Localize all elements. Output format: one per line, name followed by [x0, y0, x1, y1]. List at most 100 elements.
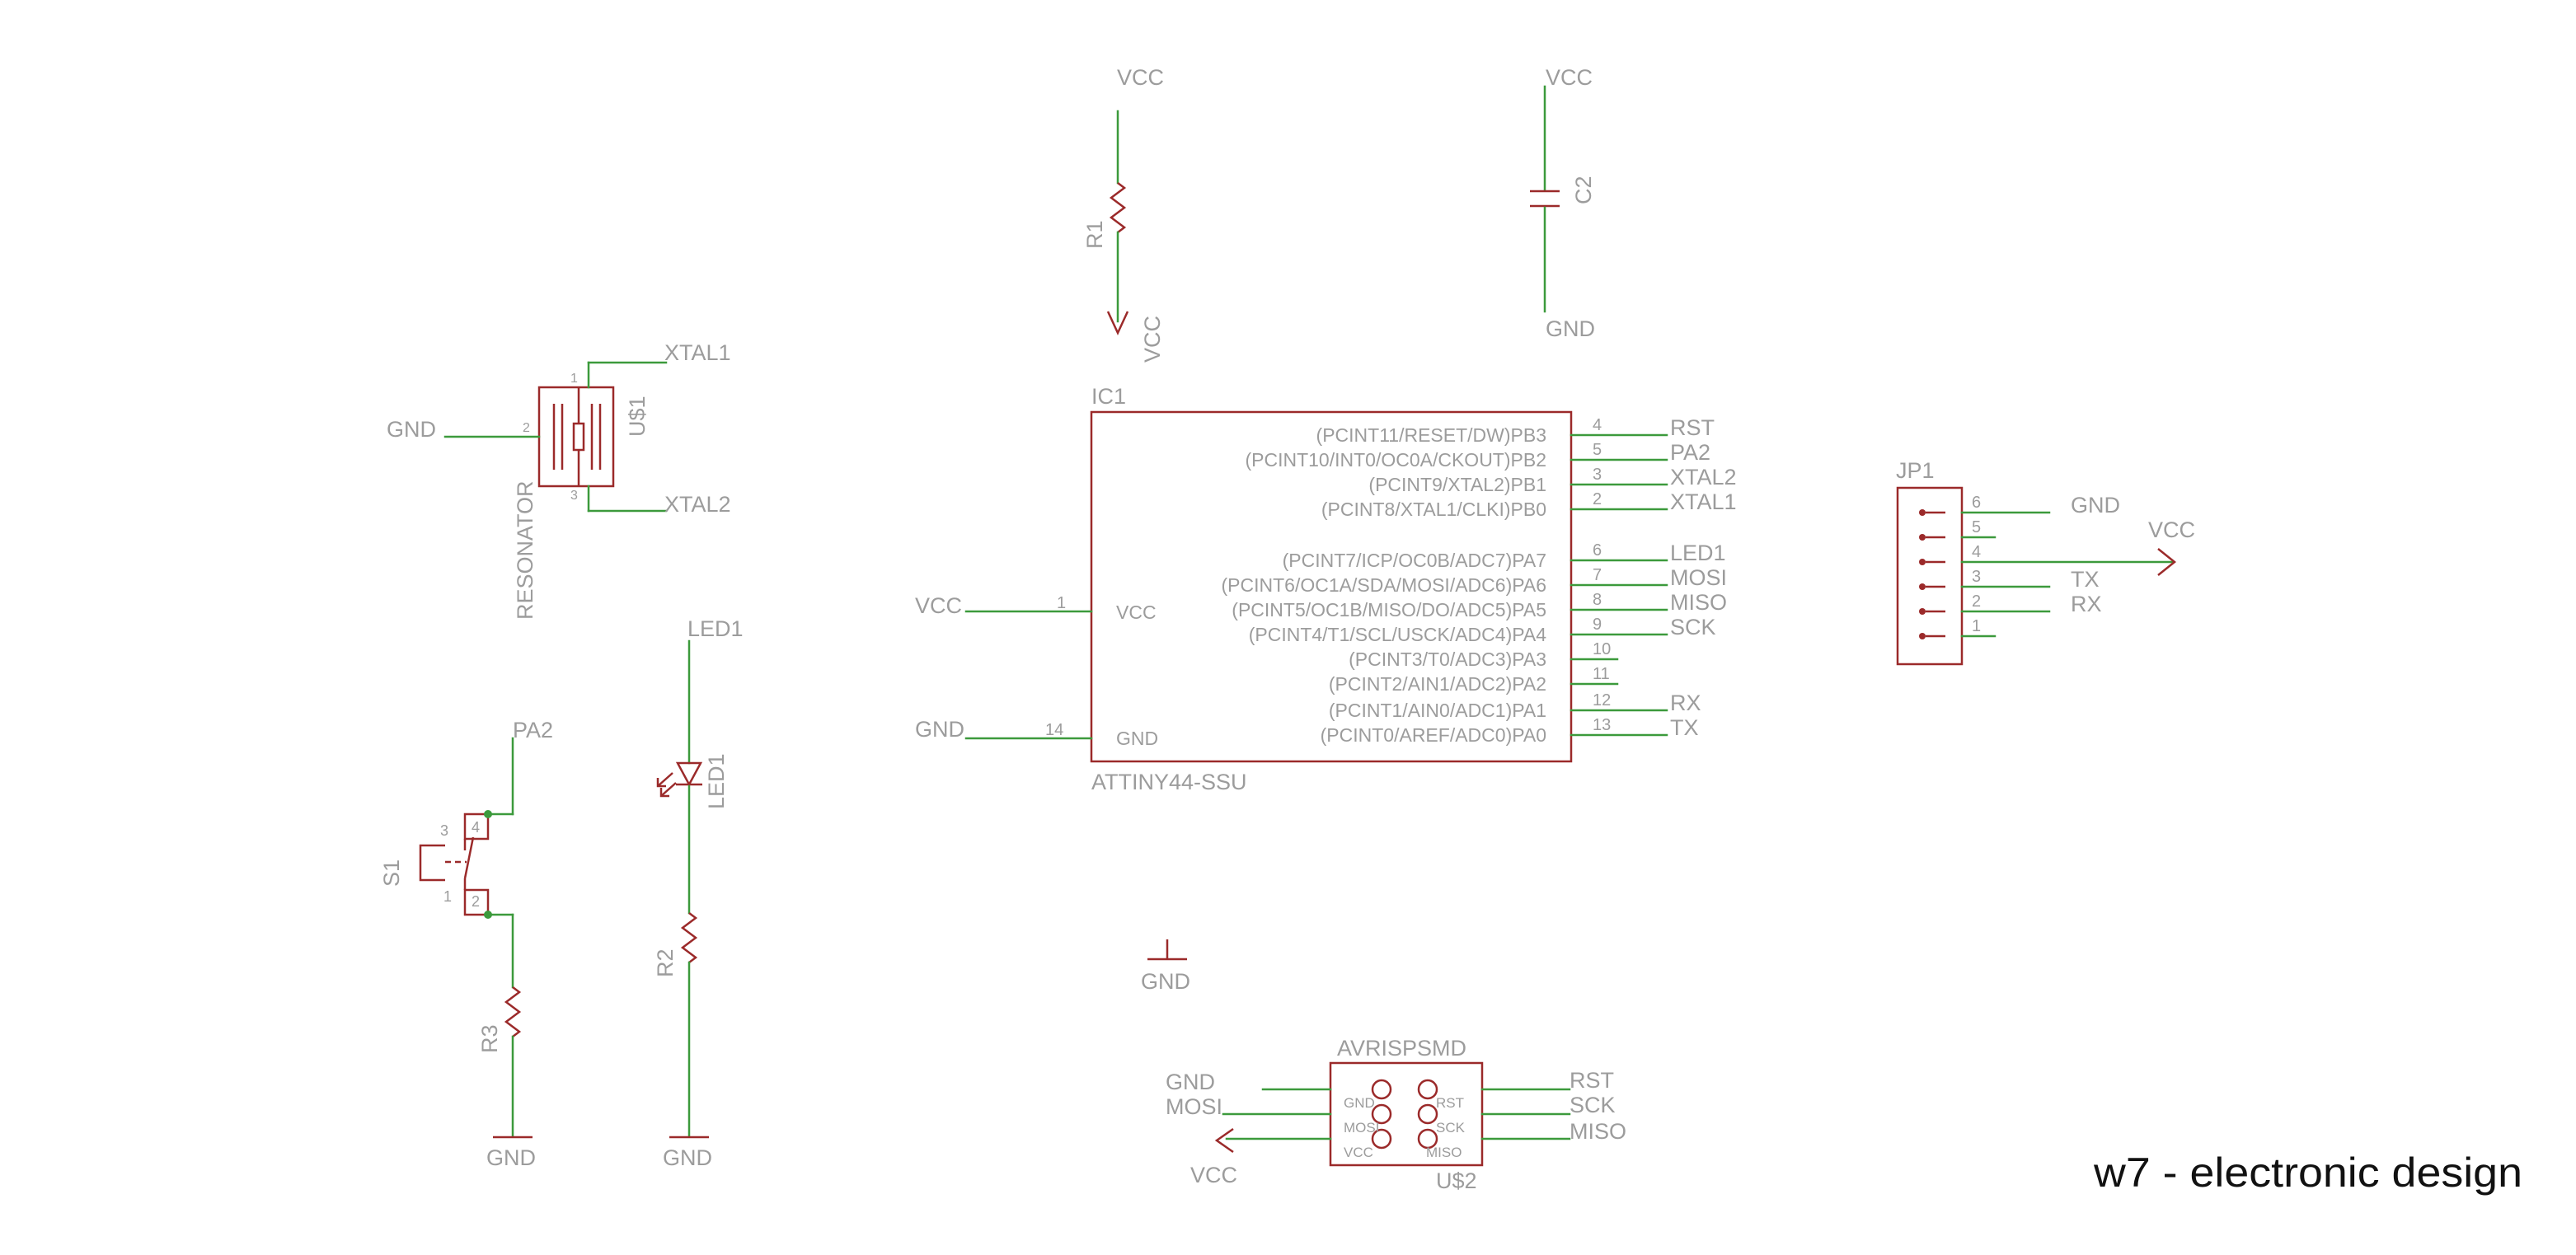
- ic1-pin-label: (PCINT1/AIN0/ADC1)PA1: [1329, 700, 1546, 721]
- ic1-gnd-pin-num: 14: [1045, 721, 1063, 739]
- r1-bottom-net: VCC: [1140, 316, 1165, 363]
- ic1-pin-3[interactable]: (PCINT9/XTAL2)PB1 3 XTAL2: [1368, 465, 1736, 495]
- ic1-pin-label: (PCINT8/XTAL1/CLKI)PB0: [1321, 499, 1546, 520]
- ic1-pin-num: 11: [1593, 665, 1610, 683]
- avrisp-pin-sck: SCK: [1436, 1120, 1466, 1136]
- avrisp-pin-mosi: MOSI: [1344, 1120, 1379, 1136]
- ic1-pin-label: (PCINT9/XTAL2)PB1: [1368, 474, 1546, 495]
- ic1-pin-label: (PCINT0/AREF/ADC0)PA0: [1321, 724, 1546, 746]
- avrisp-name: U$2: [1436, 1168, 1477, 1193]
- s1-pin3: 3: [440, 822, 448, 839]
- s1-pin1: 1: [443, 888, 452, 905]
- ic1-pin-6[interactable]: (PCINT7/ICP/OC0B/ADC7)PA7 6 LED1: [1283, 541, 1726, 571]
- ic1-pin-num: 3: [1593, 466, 1602, 484]
- ic1-pin-num: 4: [1593, 416, 1602, 434]
- avrisp-net-gnd: GND: [1166, 1070, 1215, 1094]
- c2-capacitor[interactable]: VCC GND C2: [1530, 65, 1596, 341]
- c2-name: C2: [1571, 176, 1596, 204]
- jp1-pin-net: RX: [2071, 592, 2102, 616]
- jp1-pin-5[interactable]: 5: [1919, 518, 1997, 541]
- ic1-pin-label: (PCINT2/AIN1/ADC2)PA2: [1329, 673, 1546, 695]
- jp1-pin-num: 4: [1972, 543, 1981, 561]
- s1-switch[interactable]: PA2 S1 3 4 1 2: [379, 718, 553, 989]
- ic1-vcc-pin-num: 1: [1057, 594, 1066, 612]
- avrisp-connector[interactable]: AVRISPSMD U$2 GND MOSI VCC RST SCK MISO …: [1166, 1036, 1626, 1193]
- ic1-pin-num: 6: [1593, 541, 1602, 560]
- resonator-xtal2-net: XTAL2: [664, 492, 731, 517]
- resonator-pin1: 1: [570, 372, 578, 386]
- ic1-pin-4[interactable]: (PCINT11/RESET/DW)PB3 4 RST: [1316, 415, 1715, 446]
- r1-resistor[interactable]: VCC VCC R1: [1082, 65, 1165, 363]
- resonator-pin2: 2: [523, 421, 530, 435]
- ic1-pin-label: (PCINT7/ICP/OC0B/ADC7)PA7: [1283, 550, 1546, 571]
- ic1-vcc-pin-label: VCC: [1116, 602, 1157, 623]
- resonator-xtal1-net: XTAL1: [664, 340, 731, 365]
- led1-top-net: LED1: [687, 616, 744, 641]
- ic1-pin-label: (PCINT5/OC1B/MISO/DO/ADC5)PA5: [1232, 599, 1546, 620]
- r2-resistor[interactable]: R2 GND: [653, 912, 712, 1170]
- r1-top-net: VCC: [1117, 65, 1164, 90]
- jp1-pin-num: 3: [1972, 568, 1981, 586]
- resonator-u1[interactable]: GND XTAL1 XTAL2 1 2 3 U$1 RESONATOR: [387, 340, 731, 620]
- ic1-pin-label: (PCINT10/INT0/OC0A/CKOUT)PB2: [1245, 449, 1546, 471]
- jp1-pin-2[interactable]: 2 RX: [1919, 592, 2102, 616]
- ic1-pin-11[interactable]: (PCINT2/AIN1/ADC2)PA2 11: [1329, 665, 1619, 695]
- ic1-pin-net: RST: [1670, 415, 1715, 440]
- ic1-pin-net: LED1: [1670, 541, 1726, 565]
- s1-name: S1: [379, 859, 404, 887]
- r2-bottom-net: GND: [663, 1145, 712, 1170]
- ic1-pin-net: XTAL1: [1670, 489, 1737, 514]
- s1-pin2: 2: [472, 893, 480, 910]
- ic1-pin-net: XTAL2: [1670, 465, 1737, 489]
- led1-diode[interactable]: LED1 LED1: [656, 616, 744, 915]
- jp1-pin-4[interactable]: 4 VCC: [1919, 517, 2195, 565]
- avrisp-pin-rst: RST: [1436, 1095, 1464, 1111]
- jp1-pin-num: 5: [1972, 518, 1981, 536]
- ic1-pin-net: RX: [1670, 691, 1701, 715]
- c2-top-net: VCC: [1546, 65, 1593, 90]
- ic1-pin-5[interactable]: (PCINT10/INT0/OC0A/CKOUT)PB2 5 PA2: [1245, 440, 1710, 471]
- ic1-pin-num: 5: [1593, 441, 1602, 459]
- r3-bottom-net: GND: [486, 1145, 536, 1170]
- r3-name: R3: [477, 1024, 502, 1053]
- ic1-pin-net: PA2: [1670, 440, 1710, 465]
- jp1-pin-num: 1: [1972, 617, 1981, 635]
- s1-pin4: 4: [472, 819, 480, 836]
- ic1-pin-label: (PCINT11/RESET/DW)PB3: [1316, 424, 1546, 446]
- avrisp-net-miso: MISO: [1570, 1119, 1626, 1144]
- s1-net-top: PA2: [513, 718, 553, 742]
- jp1-name: JP1: [1896, 458, 1935, 483]
- resonator-gnd-net: GND: [387, 417, 436, 442]
- ic1-vcc-net: VCC: [915, 593, 962, 618]
- avrisp-pin-gnd: GND: [1344, 1095, 1375, 1111]
- avrisp-net-rst: RST: [1570, 1068, 1614, 1093]
- ic1-pin-label: (PCINT4/T1/SCL/USCK/ADC4)PA4: [1249, 624, 1546, 645]
- page-title: w7 - electronic design: [2093, 1150, 2522, 1196]
- ic1-pin-num: 13: [1593, 716, 1611, 734]
- ic1-pin-net: MISO: [1670, 590, 1727, 615]
- ic1-gnd-pin-label: GND: [1116, 728, 1158, 749]
- ic1-pin-num: 10: [1593, 640, 1611, 658]
- gnd-symbol[interactable]: GND: [1141, 939, 1190, 994]
- jp1-pin-num: 2: [1972, 592, 1981, 611]
- ic1-pin-num: 7: [1593, 566, 1602, 584]
- avrisp-net-sck: SCK: [1570, 1093, 1616, 1117]
- jp1-pin-net: VCC: [2148, 517, 2195, 542]
- avrisp-pin-miso: MISO: [1426, 1145, 1462, 1160]
- r1-name: R1: [1082, 220, 1107, 249]
- jp1-pin-1[interactable]: 1: [1919, 617, 1997, 639]
- r3-resistor[interactable]: R3 GND: [477, 986, 536, 1170]
- ic1-attiny44[interactable]: IC1 ATTINY44-SSU VCC 1 VCC GND 14 GND (P…: [915, 384, 1737, 794]
